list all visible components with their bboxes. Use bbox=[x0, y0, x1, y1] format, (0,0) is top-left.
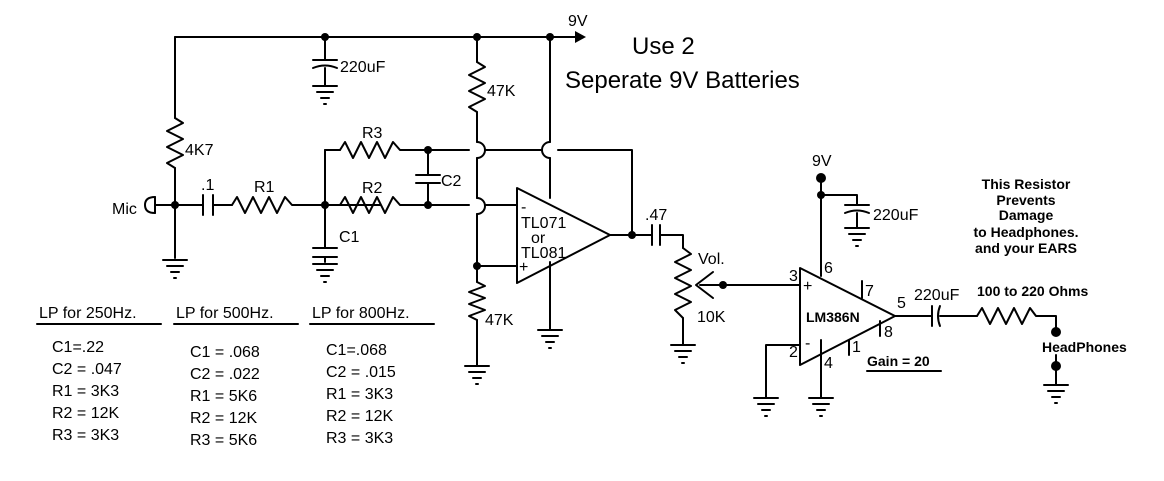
filter-table-row: R1 = 5K6 bbox=[190, 388, 257, 405]
resistor-4k7 bbox=[166, 117, 184, 169]
pin-1: 1 bbox=[852, 339, 861, 356]
note-line-1: This Resistor bbox=[982, 176, 1071, 192]
headphone-resistor-label: 100 to 220 Ohms bbox=[977, 283, 1088, 299]
lm386-minus: - bbox=[805, 335, 810, 352]
filter-table-row: R1 = 3K3 bbox=[52, 383, 119, 400]
gain-label: Gain = 20 bbox=[867, 353, 930, 369]
filter-table-row: R2 = 12K bbox=[190, 410, 257, 427]
output-cap-label: .47 bbox=[645, 207, 667, 224]
r3-label: R3 bbox=[362, 125, 383, 142]
note-line-4: to Headphones. bbox=[973, 224, 1078, 240]
input-cap-label: .1 bbox=[201, 177, 214, 194]
pin-3: 3 bbox=[789, 268, 798, 285]
main-9v-label: 9V bbox=[568, 13, 588, 30]
ground-icon bbox=[1043, 384, 1069, 404]
r1-label: R1 bbox=[254, 179, 275, 196]
pin-6: 6 bbox=[824, 260, 833, 277]
filter-table-heading: LP for 800Hz. bbox=[312, 305, 410, 322]
filter-table-row: R3 = 3K3 bbox=[326, 430, 393, 447]
opamp-label-1: TL071 bbox=[521, 215, 566, 232]
supply-cap-label: 220uF bbox=[340, 59, 386, 76]
opamp-label-3: TL081 bbox=[521, 245, 566, 262]
r2-label: R2 bbox=[362, 180, 383, 197]
filter-table-row: R1 = 3K3 bbox=[326, 386, 393, 403]
amp-output-cap-label: 220uF bbox=[914, 287, 960, 304]
pin-4: 4 bbox=[824, 355, 833, 372]
pin-2: 2 bbox=[789, 344, 798, 361]
ground-icon bbox=[844, 227, 870, 247]
filter-table-row: C1=.22 bbox=[52, 339, 104, 356]
filter-table-row: R2 = 12K bbox=[52, 405, 119, 422]
resistor-r1 bbox=[231, 196, 298, 214]
microphone-icon bbox=[144, 196, 156, 214]
ground-icon bbox=[753, 397, 779, 417]
lm386-symbol bbox=[799, 267, 896, 366]
ground-icon bbox=[464, 365, 490, 385]
c1-label: C1 bbox=[339, 229, 360, 246]
filter-table: LP for 800Hz. C1=.068 C2 = .015 R1 = 3K3… bbox=[309, 305, 435, 447]
filter-table-row: C2 = .022 bbox=[190, 366, 260, 383]
pin-7: 7 bbox=[865, 283, 874, 300]
filter-table-row: R3 = 5K6 bbox=[190, 432, 257, 449]
filter-table-heading: LP for 250Hz. bbox=[39, 305, 137, 322]
capacitors bbox=[202, 59, 941, 327]
potentiometer-10k bbox=[674, 247, 692, 319]
ground-icon bbox=[670, 344, 696, 364]
ground-icon bbox=[537, 329, 563, 349]
filter-table: LP for 500Hz. C1 = .068 C2 = .022 R1 = 5… bbox=[173, 305, 299, 449]
mic-resistor-label: 4K7 bbox=[185, 142, 214, 159]
ground-icon bbox=[312, 85, 338, 105]
wires bbox=[154, 31, 1057, 399]
pin-8: 8 bbox=[884, 324, 893, 341]
note-line-3: Damage bbox=[999, 207, 1054, 223]
pot-value-label: 10K bbox=[697, 309, 726, 326]
vol-label: Vol. bbox=[698, 251, 725, 268]
headphones-label: HeadPhones bbox=[1042, 339, 1127, 355]
filter-table-row: C2 = .015 bbox=[326, 364, 396, 381]
lm386-label: LM386N bbox=[806, 309, 860, 325]
opamp-plus: + bbox=[519, 259, 528, 276]
header-line-2: Seperate 9V Batteries bbox=[565, 67, 800, 94]
resistor-47k-bottom bbox=[468, 281, 486, 321]
pin-5: 5 bbox=[897, 295, 906, 312]
filter-table: LP for 250Hz. C1=.22 C2 = .047 R1 = 3K3 … bbox=[36, 305, 162, 444]
junction-dots bbox=[171, 33, 1061, 371]
resistor-note: This Resistor Prevents Damage to Headpho… bbox=[973, 176, 1078, 256]
ground-icon bbox=[162, 259, 188, 279]
filter-table-row: C2 = .047 bbox=[52, 361, 122, 378]
filter-table-row: C1 = .068 bbox=[190, 344, 260, 361]
mic-label: Mic bbox=[112, 201, 137, 218]
pot-wiper bbox=[695, 271, 714, 299]
resistors bbox=[166, 61, 1041, 325]
header-line-1: Use 2 bbox=[632, 33, 695, 60]
amp-9v-label: 9V bbox=[812, 153, 832, 170]
filter-table-row: R3 = 3K3 bbox=[52, 427, 119, 444]
resistor-47k-top bbox=[468, 61, 486, 113]
ground-icon bbox=[312, 263, 338, 283]
amp-supply-cap-label: 220uF bbox=[873, 207, 919, 224]
opamp-label-2: or bbox=[531, 230, 546, 247]
c2-label: C2 bbox=[441, 173, 462, 190]
filter-table-row: R2 = 12K bbox=[326, 408, 393, 425]
ground-icon bbox=[808, 397, 834, 417]
resistor-r3 bbox=[339, 141, 406, 159]
resistor-headphone bbox=[976, 307, 1041, 325]
filter-table-heading: LP for 500Hz. bbox=[176, 305, 274, 322]
supply-arrow bbox=[575, 31, 586, 43]
top-bias-resistor-label: 47K bbox=[487, 83, 516, 100]
opamp-minus: - bbox=[521, 199, 526, 216]
note-line-5: and your EARS bbox=[975, 240, 1077, 256]
resistor-r2 bbox=[339, 196, 406, 214]
filter-table-row: C1=.068 bbox=[326, 342, 387, 359]
grounds bbox=[162, 85, 1069, 417]
bottom-bias-resistor-label: 47K bbox=[485, 312, 514, 329]
note-line-2: Prevents bbox=[996, 192, 1055, 208]
opamp-symbol bbox=[516, 187, 611, 284]
lm386-plus: + bbox=[803, 278, 812, 295]
